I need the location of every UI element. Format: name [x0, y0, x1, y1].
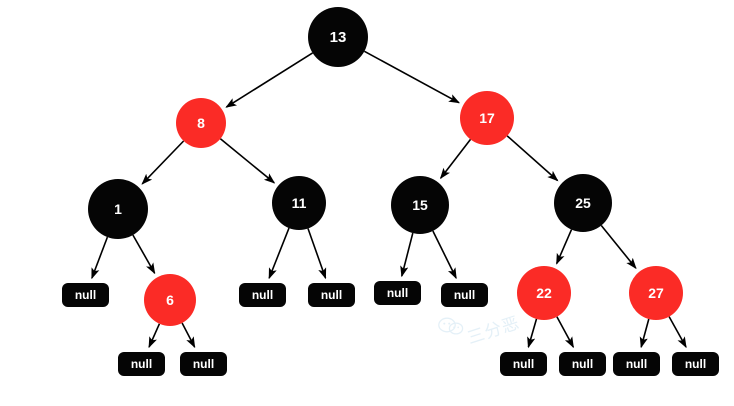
null-leaf: null — [118, 352, 165, 376]
tree-node-22: 22 — [517, 266, 571, 320]
tree-node-25: 25 — [554, 174, 612, 232]
tree-edge — [141, 140, 185, 185]
tree-node-label: 15 — [412, 197, 428, 213]
tree-node-27: 27 — [629, 266, 683, 320]
tree-edge — [307, 228, 327, 280]
null-leaf: null — [308, 283, 355, 307]
null-leaf: null — [672, 352, 719, 376]
tree-node-6: 6 — [144, 274, 196, 326]
tree-node-label: 8 — [197, 115, 205, 131]
wechat-icon — [438, 317, 464, 335]
tree-edge — [219, 138, 276, 184]
tree-node-label: 11 — [291, 195, 307, 211]
watermark: 三分恶 — [438, 313, 538, 352]
tree-node-17: 17 — [460, 91, 514, 145]
tree-node-11: 11 — [272, 176, 326, 230]
tree-edge — [268, 227, 290, 280]
null-leaf: null — [374, 281, 421, 305]
tree-edge — [181, 322, 196, 349]
tree-edge — [148, 323, 161, 349]
tree-node-13: 13 — [308, 7, 368, 67]
tree-edge — [600, 224, 637, 270]
tree-edge — [91, 236, 109, 280]
tree-edge — [668, 316, 687, 349]
watermark-text: 三分恶 — [465, 313, 523, 348]
tree-edge — [556, 316, 575, 349]
tree-node-label: 17 — [479, 110, 495, 126]
null-leaf: null — [613, 352, 660, 376]
tree-edge — [400, 232, 414, 278]
tree-node-8: 8 — [176, 98, 226, 148]
tree-edge — [555, 229, 573, 265]
tree-edge — [432, 230, 457, 280]
tree-node-1: 1 — [88, 179, 148, 239]
null-leaf: null — [500, 352, 547, 376]
tree-edge — [639, 318, 650, 349]
tree-node-label: 6 — [166, 292, 174, 308]
tree-node-label: 13 — [329, 28, 347, 46]
tree-node-label: 1 — [114, 201, 122, 217]
tree-edge — [527, 318, 538, 349]
null-leaf: null — [239, 283, 286, 307]
tree-edge — [225, 52, 314, 108]
tree-node-label: 27 — [648, 285, 664, 301]
null-leaf: null — [559, 352, 606, 376]
tree-edge — [132, 234, 156, 275]
null-leaf: null — [180, 352, 227, 376]
tree-node-label: 25 — [575, 195, 591, 211]
tree-edge — [506, 135, 559, 182]
null-leaf: null — [441, 283, 488, 307]
null-leaf: null — [62, 283, 109, 307]
tree-edge — [439, 138, 472, 180]
tree-node-label: 22 — [536, 285, 552, 301]
tree-edge — [364, 50, 461, 104]
tree-node-15: 15 — [391, 176, 449, 234]
